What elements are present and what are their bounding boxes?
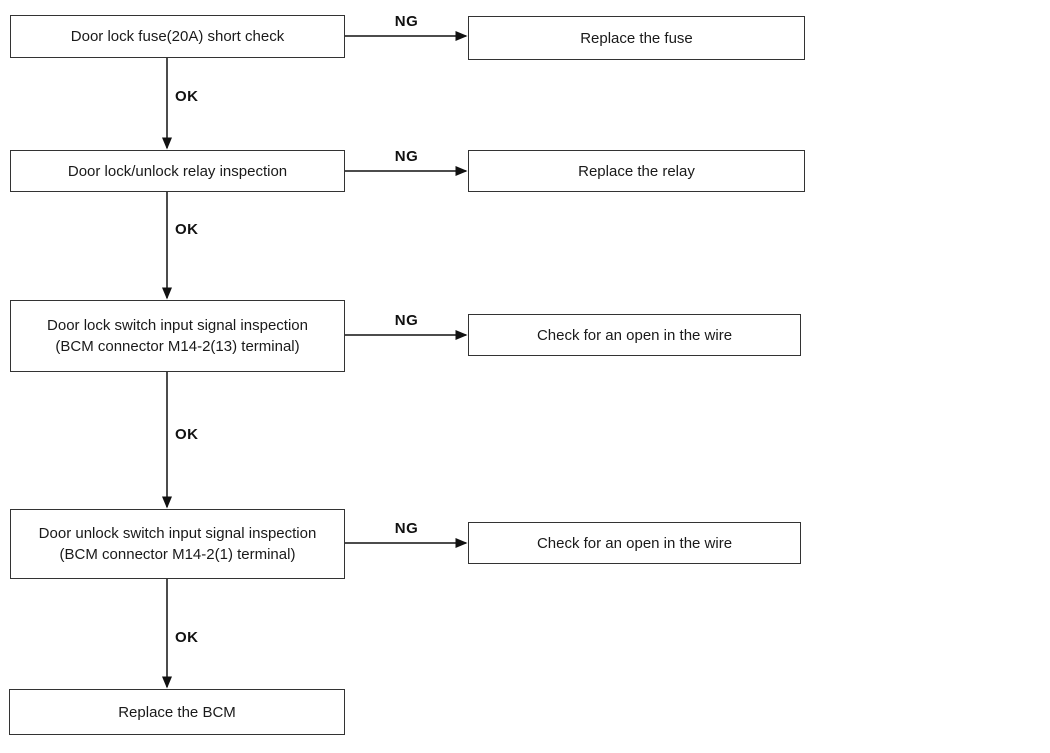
step-box-unlock-switch-input-inspection: Door unlock switch input signal inspecti… — [10, 509, 345, 579]
ok-label-1: OK — [175, 88, 199, 105]
step-box-relay-inspection: Door lock/unlock relay inspection — [10, 150, 345, 192]
ok-label-3: OK — [175, 426, 199, 443]
step-box-fuse-short-check: Door lock fuse(20A) short check — [10, 15, 345, 58]
ok-label-2: OK — [175, 221, 199, 238]
result-box-replace-fuse: Replace the fuse — [468, 16, 805, 60]
ng-label-2: NG — [394, 148, 419, 165]
result-box-check-open-wire-1: Check for an open in the wire — [468, 314, 801, 356]
ng-label-1: NG — [394, 13, 419, 30]
result-box-replace-relay: Replace the relay — [468, 150, 805, 192]
ok-label-4: OK — [175, 629, 199, 646]
ng-label-3: NG — [394, 312, 419, 329]
step-box-replace-bcm: Replace the BCM — [9, 689, 345, 735]
result-box-check-open-wire-2: Check for an open in the wire — [468, 522, 801, 564]
step-box-lock-switch-input-inspection: Door lock switch input signal inspection… — [10, 300, 345, 372]
ng-label-4: NG — [394, 520, 419, 537]
